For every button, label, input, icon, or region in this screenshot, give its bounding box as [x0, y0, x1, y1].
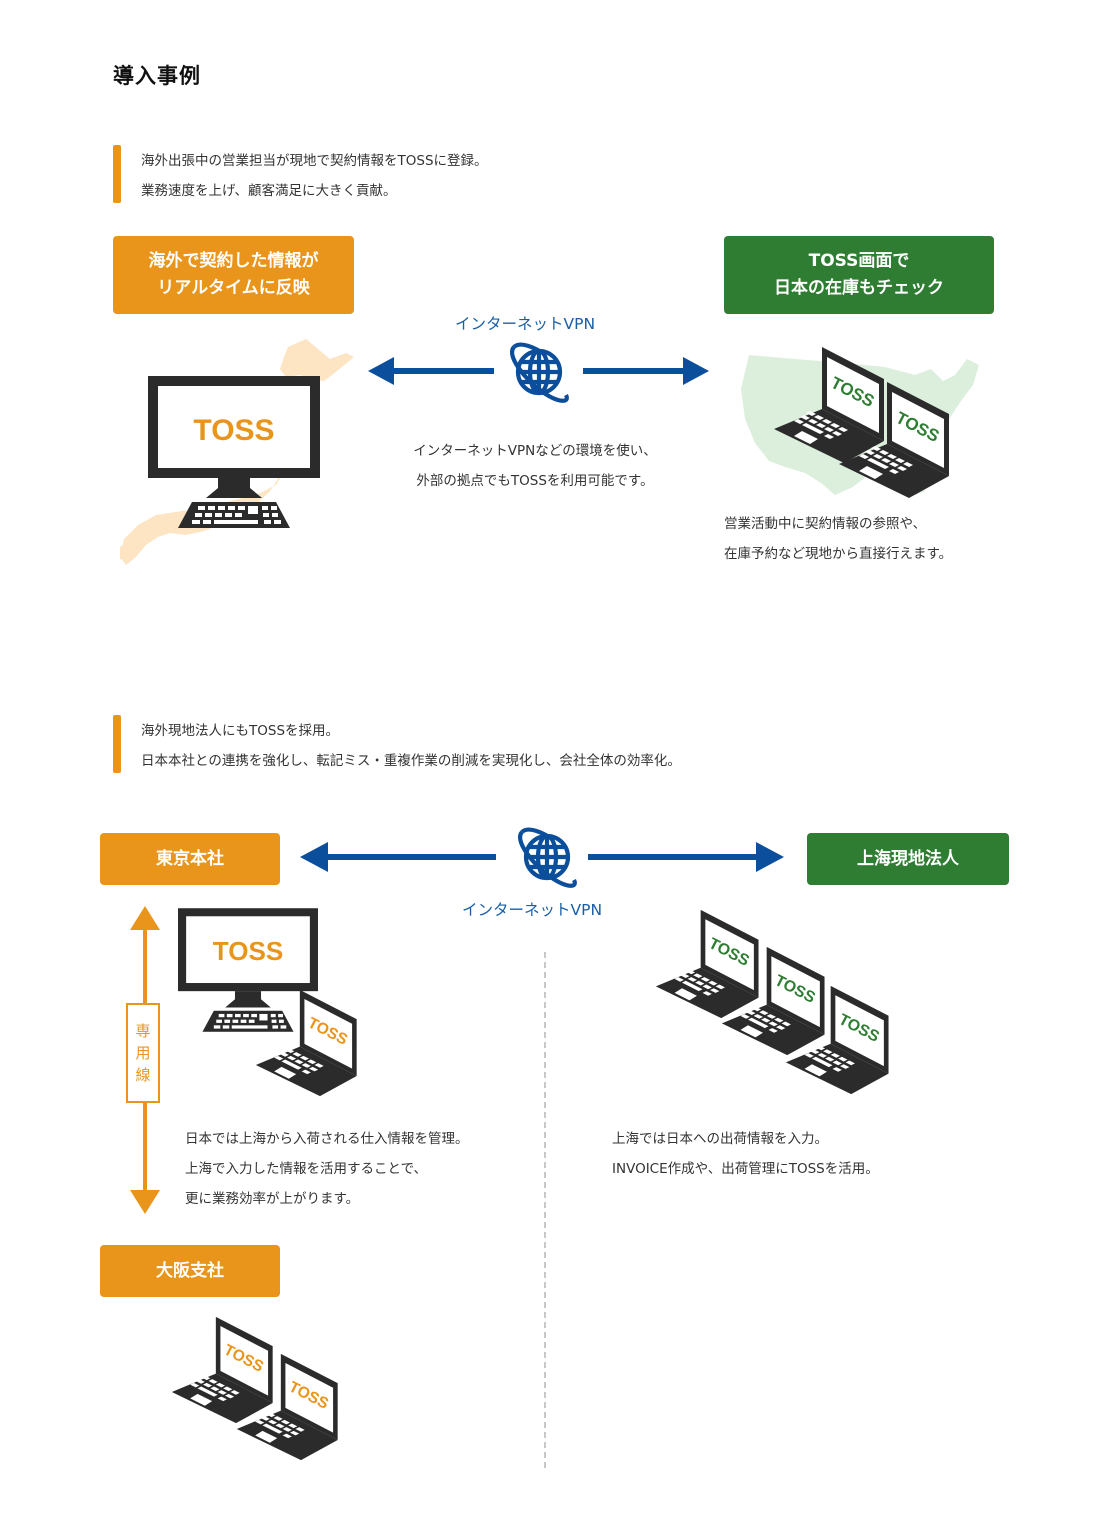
globe-icon: [503, 337, 575, 407]
tokyo-desc-line: 上海で入力した情報を活用することで、: [185, 1161, 428, 1177]
case2-lead-line: 海外現地法人にもTOSSを採用。: [141, 723, 340, 739]
case2-lead-line: 日本本社との連携を強化し、転記ミス・重複作業の削減を実現化し、会社全体の効率化。: [141, 753, 681, 769]
case1-lead-line: 海外出張中の営業担当が現地で契約情報をTOSSに登録。: [141, 153, 488, 169]
laptop-icon: TOSS: [837, 380, 957, 500]
case1-right-desc-line: 在庫予約など現地から直接行えます。: [724, 546, 953, 562]
case1-lead-text: 海外出張中の営業担当が現地で契約情報をTOSSに登録。 業務速度を上げ、顧客満足…: [141, 146, 488, 206]
desktop-screen-label: TOSS: [193, 414, 274, 447]
arrow-left-icon: [368, 357, 494, 385]
section-divider: [544, 952, 546, 1468]
case1-vpn-label: インターネットVPN: [455, 315, 596, 333]
laptop-icon: TOSS: [654, 908, 766, 1020]
case1-left-box: 海外で契約した情報が リアルタイムに反映: [113, 236, 354, 314]
shanghai-desc-line: 上海では日本への出荷情報を入力。: [612, 1131, 828, 1147]
case2-vpn-label: インターネットVPN: [462, 901, 603, 919]
case1-right-desc: 営業活動中に契約情報の参照や、 在庫予約など現地から直接行えます。: [724, 509, 952, 569]
shanghai-subsidiary-label: 上海現地法人: [857, 848, 959, 869]
desktop-computer-icon: TOSS: [148, 376, 320, 528]
case2-lead-text: 海外現地法人にもTOSSを採用。 日本本社との連携を強化し、転記ミス・重複作業の…: [141, 716, 681, 776]
laptop-icon: TOSS: [170, 1315, 280, 1425]
page-title: 導入事例: [113, 64, 201, 88]
case1-center-desc-line: 外部の拠点でもTOSSを利用可能です。: [416, 473, 654, 489]
case1-left-box-line: リアルタイムに反映: [157, 278, 310, 298]
case1-left-box-line: 海外で契約した情報が: [148, 251, 319, 271]
lead-accent-bar: [113, 715, 121, 773]
osaka-branch-box: 大阪支社: [100, 1245, 280, 1297]
arrow-left-icon: [300, 842, 496, 872]
shanghai-desc: 上海では日本への出荷情報を入力。 INVOICE作成や、出荷管理にTOSSを活用…: [612, 1124, 879, 1184]
tokyo-desc-line: 日本では上海から入荷される仕入情報を管理。: [185, 1131, 469, 1147]
dedicated-line-char: 線: [135, 1066, 151, 1084]
tokyo-hq-label: 東京本社: [156, 848, 224, 869]
desktop-screen-label: TOSS: [213, 936, 283, 966]
lead-accent-bar: [113, 145, 121, 203]
tokyo-desc-line: 更に業務効率が上がります。: [185, 1191, 360, 1207]
laptop-icon: TOSS: [720, 945, 832, 1057]
shanghai-desc-line: INVOICE作成や、出荷管理にTOSSを活用。: [612, 1161, 879, 1177]
case1-right-box: TOSS画面で 日本の在庫もチェック: [724, 236, 994, 314]
dedicated-line-char: 用: [135, 1044, 151, 1062]
laptop-icon: TOSS: [772, 345, 892, 465]
arrow-right-icon: [583, 357, 709, 385]
arrow-right-icon: [588, 842, 784, 872]
desktop-computer-icon: TOSS: [178, 908, 318, 1032]
laptop-icon: TOSS: [235, 1352, 345, 1462]
case1-lead-line: 業務速度を上げ、顧客満足に大きく貢献。: [141, 183, 397, 199]
case1-right-desc-line: 営業活動中に契約情報の参照や、: [724, 516, 927, 532]
shanghai-subsidiary-box: 上海現地法人: [807, 833, 1009, 885]
globe-icon: [511, 822, 583, 892]
case1-center-desc: インターネットVPNなどの環境を使い、 外部の拠点でもTOSSを利用可能です。: [360, 436, 710, 496]
laptop-icon: TOSS: [784, 984, 896, 1096]
case1-right-box-line: 日本の在庫もチェック: [774, 278, 944, 298]
tokyo-hq-box: 東京本社: [100, 833, 280, 885]
tokyo-desc: 日本では上海から入荷される仕入情報を管理。 上海で入力した情報を活用することで、…: [185, 1124, 469, 1214]
osaka-branch-label: 大阪支社: [156, 1260, 224, 1281]
dedicated-line-label: 専 用 線: [126, 1003, 160, 1103]
laptop-icon: TOSS: [254, 988, 364, 1098]
case1-center-desc-line: インターネットVPNなどの環境を使い、: [413, 443, 657, 459]
dedicated-line-char: 専: [135, 1022, 151, 1040]
case1-right-box-line: TOSS画面で: [808, 251, 910, 271]
